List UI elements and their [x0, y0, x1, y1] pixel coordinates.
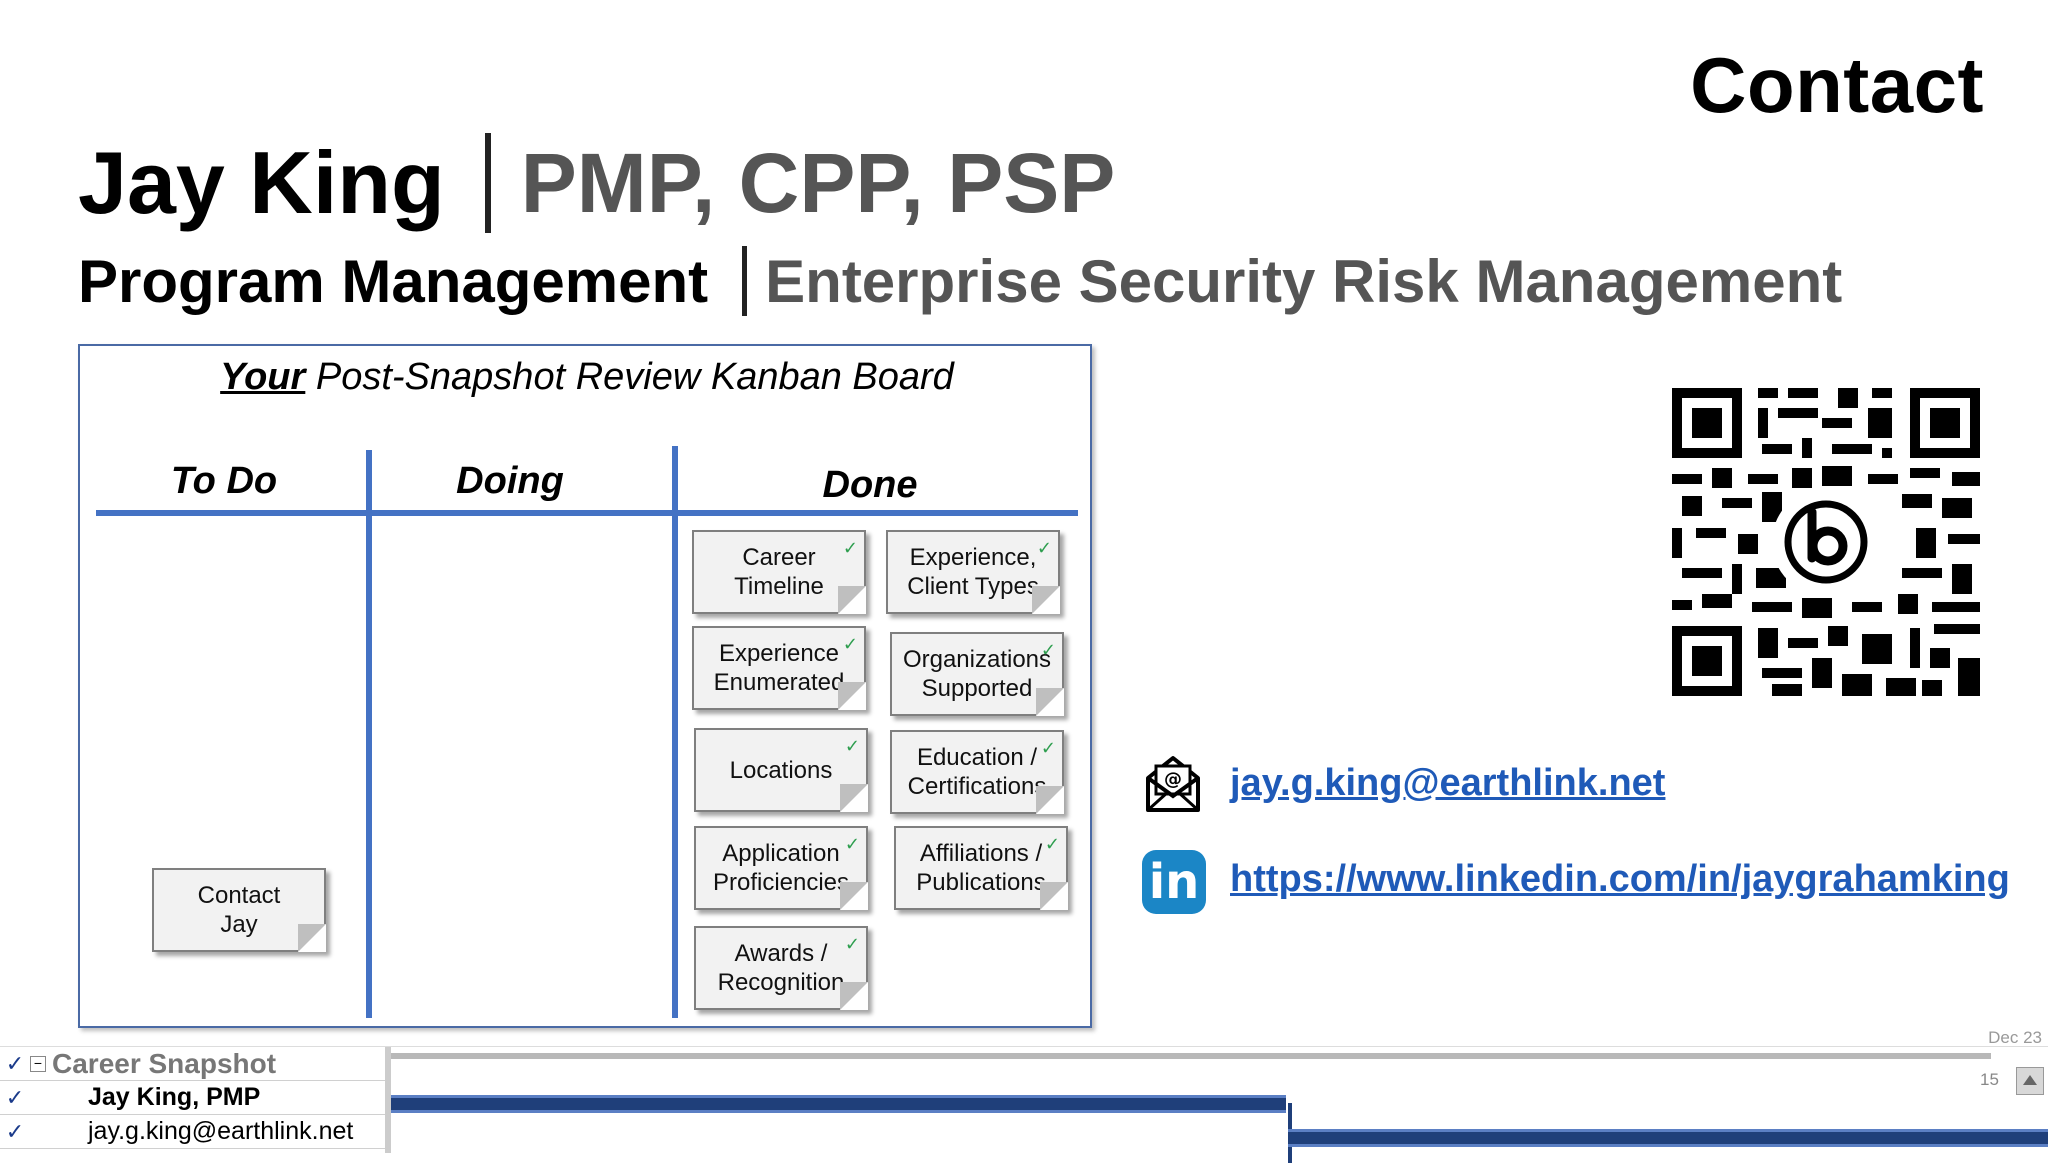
- kanban-card-experience-enumerated[interactable]: Experience Enumerated ✓: [692, 626, 866, 710]
- check-icon: ✓: [5, 1084, 25, 1110]
- card-fold: [1036, 688, 1064, 716]
- linkedin-link[interactable]: https://www.linkedin.com/in/jaygrahamkin…: [1230, 858, 2010, 900]
- credentials: PMP, CPP, PSP: [520, 135, 1116, 230]
- check-icon: ✓: [1040, 640, 1056, 660]
- card-label: Awards / Recognition: [717, 940, 845, 996]
- kanban-card-locations[interactable]: Locations ✓: [694, 728, 868, 812]
- task-bar[interactable]: [391, 1095, 1286, 1113]
- timescale-label: Dec 23: [1988, 1028, 2042, 1047]
- card-label: Education / Certifications: [907, 744, 1047, 800]
- header-divider: [96, 510, 1078, 516]
- card-fold: [1036, 786, 1064, 814]
- name-row: Jay King PMP, CPP, PSP: [78, 132, 1115, 234]
- kanban-card-awards-recognition[interactable]: Awards / Recognition ✓: [694, 926, 868, 1010]
- kanban-title-rest: Post-Snapshot Review Kanban Board: [305, 356, 954, 398]
- linkedin-icon[interactable]: in: [1142, 850, 1206, 914]
- column-header-todo: To Do: [170, 460, 278, 502]
- kanban-card-contact-jay[interactable]: Contact Jay: [152, 868, 326, 952]
- card-label: Experience, Client Types: [907, 544, 1039, 600]
- person-name: Jay King: [78, 133, 445, 232]
- kanban-card-affiliations-publications[interactable]: Affiliations / Publications ✓: [894, 826, 1068, 910]
- check-icon: ✓: [5, 1118, 25, 1144]
- card-fold: [1032, 586, 1060, 614]
- card-fold: [1040, 882, 1068, 910]
- summary-bar: [391, 1053, 1991, 1059]
- kanban-card-education-certifications[interactable]: Education / Certifications ✓: [890, 730, 1064, 814]
- qr-code: [1672, 388, 1980, 696]
- card-fold: [840, 784, 868, 812]
- check-icon: ✓: [844, 736, 860, 756]
- check-icon: ✓: [844, 934, 860, 954]
- program-label: Program Management: [78, 247, 709, 315]
- page-title: Contact: [1690, 41, 1984, 129]
- card-label: Contact Jay: [197, 882, 281, 938]
- gantt-row[interactable]: ✓ jay.g.king@earthlink.net: [0, 1115, 385, 1149]
- card-fold: [840, 882, 868, 910]
- divider: [484, 133, 491, 233]
- column-divider-2: [672, 446, 678, 1018]
- check-icon: ✓: [844, 834, 860, 854]
- task-label: jay.g.king@earthlink.net: [88, 1117, 354, 1145]
- day-label: 15: [1980, 1070, 1999, 1089]
- check-icon: ✓: [1036, 538, 1052, 558]
- task-label: Jay King, PMP: [88, 1083, 261, 1111]
- column-header-doing: Doing: [456, 460, 564, 502]
- kanban-card-organizations-supported[interactable]: Organizations Supported ✓: [890, 632, 1064, 716]
- task-bar[interactable]: [1288, 1129, 2048, 1147]
- arrow-up-icon: [2023, 1075, 2037, 1085]
- card-label: Organizations Supported: [902, 646, 1052, 702]
- task-label: Career Snapshot: [52, 1047, 277, 1079]
- specialty-label: Enterprise Security Risk Management: [765, 247, 1843, 315]
- pane-splitter[interactable]: [385, 1047, 391, 1153]
- kanban-card-career-timeline[interactable]: Career Timeline ✓: [692, 530, 866, 614]
- card-label: Experience Enumerated: [713, 640, 845, 696]
- divider: [742, 246, 748, 316]
- email-link[interactable]: jay.g.king@earthlink.net: [1230, 762, 1666, 804]
- gantt-panel: ✓ − Career Snapshot ✓ Jay King, PMP ✓ ja…: [0, 1046, 2048, 1163]
- email-icon: @: [1144, 752, 1202, 814]
- kanban-board: Your Post-Snapshot Review Kanban Board T…: [78, 344, 1092, 1028]
- gantt-row[interactable]: ✓ Jay King, PMP: [0, 1081, 385, 1115]
- check-icon: ✓: [842, 634, 858, 654]
- gantt-row[interactable]: ✓ − Career Snapshot: [0, 1047, 385, 1081]
- scroll-up-button[interactable]: [2016, 1067, 2044, 1095]
- kanban-card-experience-client-types[interactable]: Experience, Client Types ✓: [886, 530, 1060, 614]
- card-fold: [838, 586, 866, 614]
- kanban-title: Your Post-Snapshot Review Kanban Board: [80, 356, 1094, 399]
- card-label: Affiliations / Publications: [916, 840, 1046, 896]
- card-fold: [298, 924, 326, 952]
- card-fold: [840, 982, 868, 1010]
- column-divider-1: [366, 450, 372, 1018]
- check-icon: ✓: [1044, 834, 1060, 854]
- card-fold: [838, 682, 866, 710]
- card-label: Locations: [729, 756, 833, 784]
- collapse-toggle[interactable]: −: [30, 1055, 46, 1072]
- linkedin-icon-text: in: [1148, 854, 1200, 910]
- subtitle-row: Program Management Enterprise Security R…: [78, 246, 1842, 316]
- check-icon: ✓: [842, 538, 858, 558]
- column-header-done: Done: [822, 464, 918, 506]
- kanban-title-emph: Your: [220, 356, 306, 398]
- card-label: Application Proficiencies: [712, 840, 850, 896]
- check-icon: ✓: [5, 1050, 25, 1076]
- svg-text:@: @: [1164, 769, 1182, 790]
- check-icon: ✓: [1040, 738, 1056, 758]
- card-label: Career Timeline: [734, 544, 824, 600]
- kanban-card-application-proficiencies[interactable]: Application Proficiencies ✓: [694, 826, 868, 910]
